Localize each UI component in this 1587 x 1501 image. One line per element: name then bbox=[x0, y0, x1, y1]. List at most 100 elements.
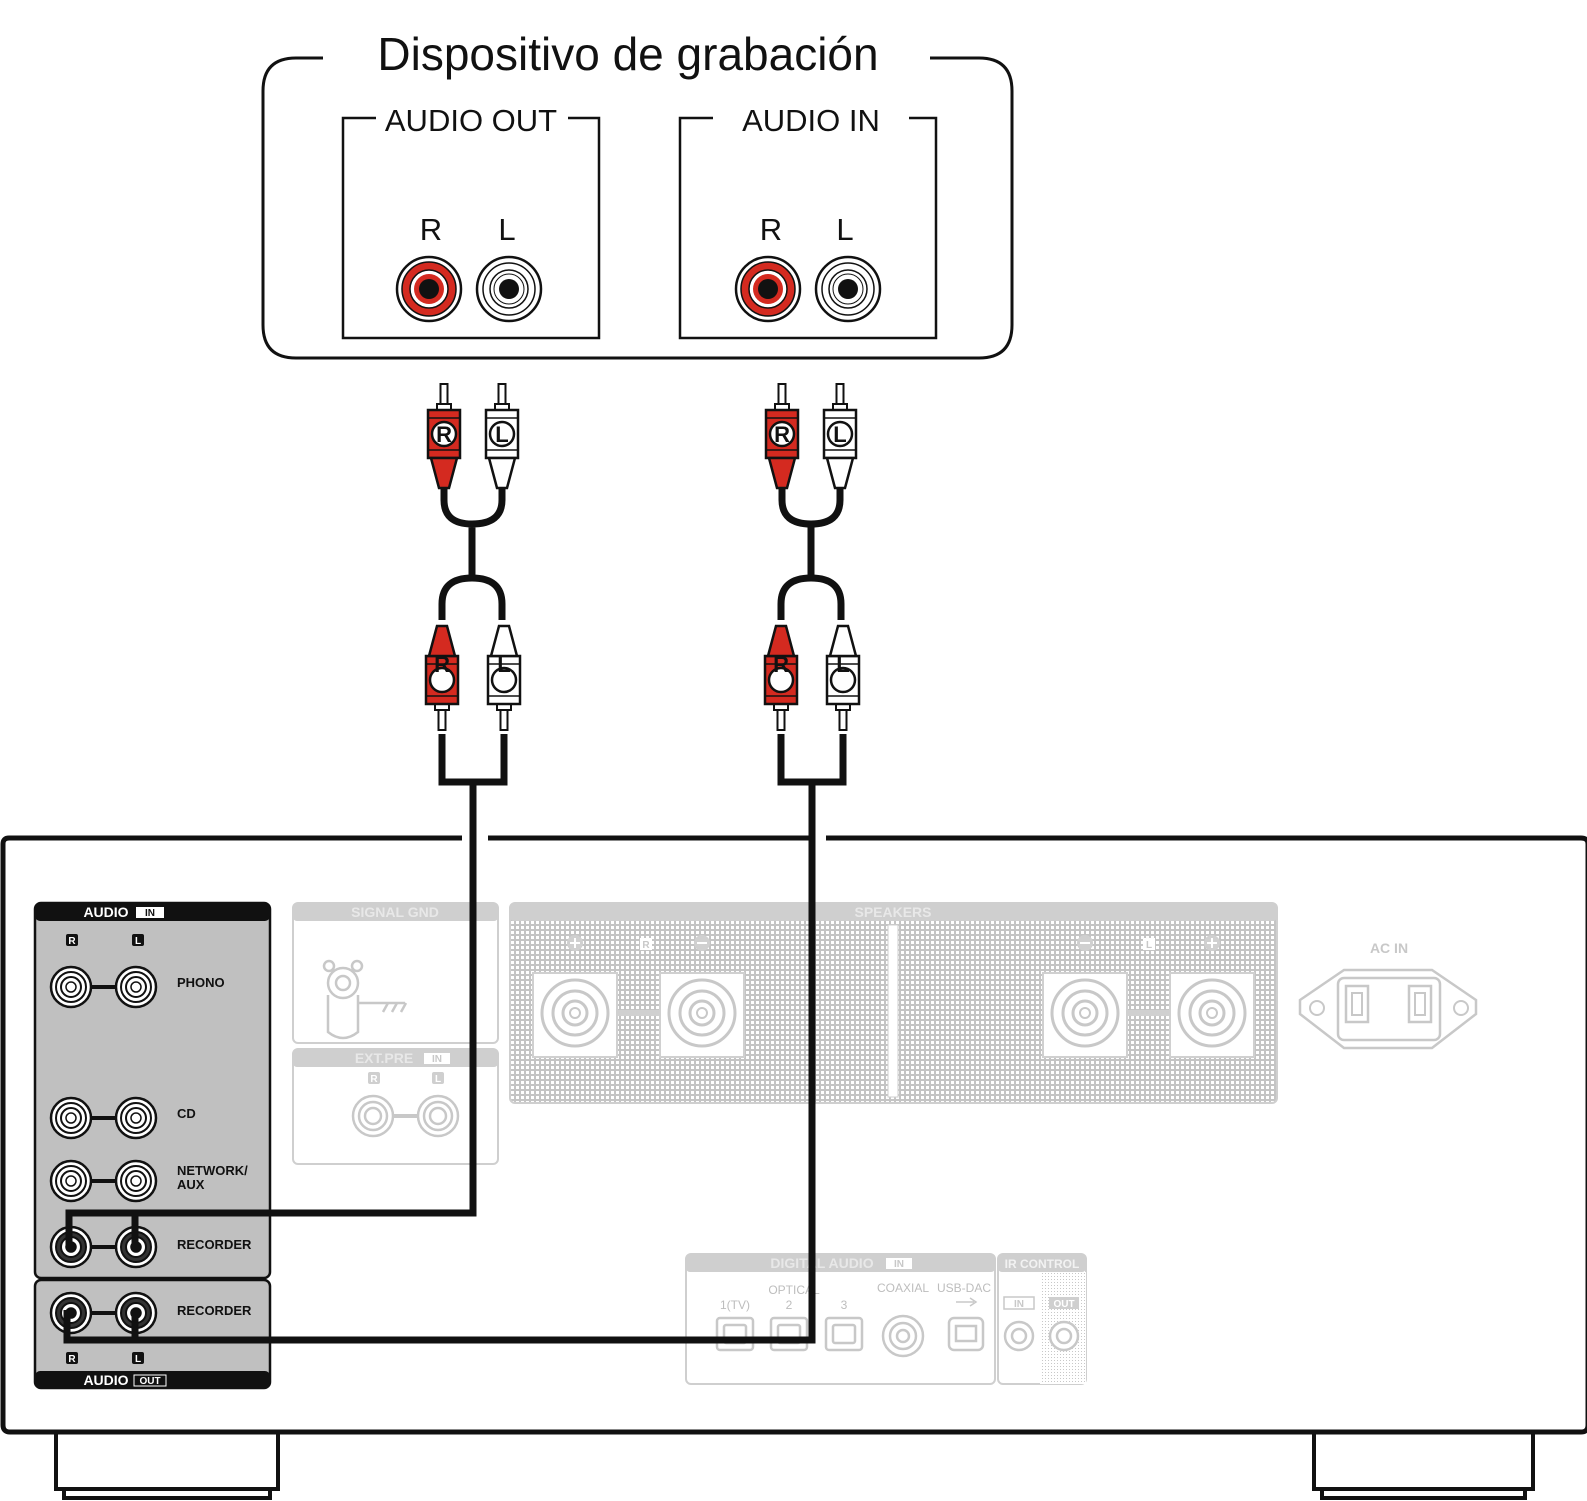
right-foot-base bbox=[1320, 1489, 1527, 1500]
optical-port-3-label: 3 bbox=[841, 1298, 848, 1312]
audio-out-box bbox=[341, 116, 601, 340]
coaxial-port[interactable] bbox=[881, 1314, 925, 1358]
ac-in-label: AC IN bbox=[1370, 940, 1408, 956]
cable-audio-out-to-recorder-in bbox=[65, 470, 508, 1247]
recorder-out-label: RECORDER bbox=[177, 1303, 252, 1318]
device-title: Dispositivo de grabación bbox=[377, 28, 878, 80]
audio-in-group: AUDIO IN R L bbox=[678, 103, 938, 340]
amplifier-outline bbox=[0, 835, 1587, 1435]
audio-in-panel-r: R bbox=[68, 936, 76, 947]
usb-icon bbox=[956, 1297, 978, 1307]
plug-out-r-device[interactable]: R bbox=[426, 383, 462, 490]
audio-out-group: AUDIO OUT R L bbox=[341, 103, 601, 340]
speakers-r: R bbox=[642, 940, 650, 951]
audio-out-l-label: L bbox=[498, 212, 515, 247]
minus-icon bbox=[694, 935, 710, 951]
plug-out-l-device[interactable]: L bbox=[484, 383, 520, 490]
recorder-in-label: RECORDER bbox=[177, 1237, 252, 1252]
plug-in-r-device[interactable]: R bbox=[764, 383, 800, 490]
network-aux-l-jack[interactable] bbox=[114, 1159, 158, 1203]
optical-port-1[interactable] bbox=[715, 1316, 755, 1352]
audio-in-label: AUDIO IN bbox=[742, 103, 880, 138]
audio-in-r-jack[interactable] bbox=[734, 255, 802, 323]
ir-out-jack[interactable] bbox=[1048, 1320, 1080, 1352]
plug-in-r-amp[interactable]: R bbox=[763, 624, 799, 731]
ext-pre-l-jack[interactable] bbox=[416, 1094, 460, 1138]
speaker-terminal-1[interactable] bbox=[532, 972, 618, 1058]
ext-pre-label: EXT.PRE bbox=[355, 1050, 413, 1066]
plug-in-l-device-letter: L bbox=[833, 422, 846, 447]
plug-out-l-device-letter: L bbox=[495, 422, 508, 447]
phono-r-jack[interactable] bbox=[49, 965, 93, 1009]
digital-audio-panel: DIGITAL AUDIO IN OPTICAL 1(TV) 2 3 COAXI… bbox=[685, 1253, 996, 1385]
speaker-terminal-3[interactable] bbox=[1042, 972, 1128, 1058]
speaker-terminal-2[interactable] bbox=[659, 972, 745, 1058]
plug-in-r-device-letter: R bbox=[774, 422, 790, 447]
speaker-terminal-4[interactable] bbox=[1169, 972, 1255, 1058]
minus-icon bbox=[1077, 935, 1093, 951]
optical-label: OPTICAL bbox=[768, 1283, 820, 1297]
audio-out-panel-badge: OUT bbox=[139, 1376, 160, 1387]
ext-pre-l: L bbox=[435, 1074, 441, 1085]
ext-pre-badge: IN bbox=[432, 1054, 442, 1065]
audio-out-panel-r: R bbox=[68, 1354, 76, 1365]
audio-out-r-jack[interactable] bbox=[395, 255, 463, 323]
ext-pre-r-jack[interactable] bbox=[351, 1094, 395, 1138]
audio-out-r-label: R bbox=[420, 212, 442, 247]
cables bbox=[63, 470, 847, 1344]
audio-in-panel: AUDIO IN R L PHONO CD NETWORK/ AUX RECOR… bbox=[33, 901, 272, 1280]
ext-pre-r: R bbox=[370, 1074, 378, 1085]
signal-gnd-panel: SIGNAL GND bbox=[292, 902, 499, 1044]
right-foot bbox=[1312, 1434, 1535, 1491]
optical-port-2[interactable] bbox=[769, 1316, 809, 1352]
network-aux-r-jack[interactable] bbox=[49, 1159, 93, 1203]
digital-audio-badge: IN bbox=[894, 1259, 904, 1270]
cd-r-jack[interactable] bbox=[49, 1096, 93, 1140]
audio-in-l-label: L bbox=[836, 212, 853, 247]
signal-gnd-label: SIGNAL GND bbox=[351, 904, 439, 920]
audio-in-panel-badge: IN bbox=[145, 908, 155, 919]
ext-pre-panel: EXT.PRE IN R L bbox=[292, 1048, 499, 1165]
audio-in-l-jack[interactable] bbox=[814, 255, 882, 323]
audio-out-l-jack[interactable] bbox=[475, 255, 543, 323]
recorder-out-r-jack[interactable] bbox=[49, 1291, 93, 1335]
optical-port-2-label: 2 bbox=[786, 1298, 793, 1312]
ir-in-jack[interactable] bbox=[1003, 1320, 1035, 1352]
ir-control-label: IR CONTROL bbox=[1005, 1257, 1080, 1271]
plug-out-l-amp[interactable]: L bbox=[486, 624, 522, 731]
plug-in-l-amp-letter: L bbox=[836, 652, 849, 677]
ir-control-panel: IR CONTROL IN OUT bbox=[997, 1253, 1087, 1385]
network-label: NETWORK/ bbox=[177, 1163, 248, 1178]
plug-in-l-device[interactable]: L bbox=[822, 383, 858, 490]
phono-l-jack[interactable] bbox=[114, 965, 158, 1009]
optical-port-1-label: 1(TV) bbox=[720, 1298, 750, 1312]
audio-out-panel-l: L bbox=[135, 1354, 141, 1365]
cd-label: CD bbox=[177, 1106, 196, 1121]
aux-label: AUX bbox=[177, 1177, 205, 1192]
plug-in-r-amp-letter: R bbox=[773, 652, 789, 677]
audio-out-panel: AUDIO OUT R L RECORDER bbox=[33, 1278, 272, 1390]
audio-in-panel-header: AUDIO bbox=[83, 904, 128, 920]
plug-in-l-amp[interactable]: L bbox=[825, 624, 861, 731]
amplifier-rear: AUDIO IN R L PHONO CD NETWORK/ AUX RECOR… bbox=[0, 835, 1587, 1500]
speakers-l: L bbox=[1146, 940, 1152, 951]
audio-out-panel-header: AUDIO bbox=[83, 1372, 128, 1388]
cable-audio-in-to-recorder-out bbox=[63, 470, 847, 1344]
usb-dac-label: USB-DAC bbox=[937, 1281, 991, 1295]
cd-l-jack[interactable] bbox=[114, 1096, 158, 1140]
usb-dac-port[interactable] bbox=[947, 1316, 985, 1352]
ir-in-label: IN bbox=[1014, 1299, 1024, 1310]
phono-label: PHONO bbox=[177, 975, 225, 990]
left-foot bbox=[54, 1434, 280, 1491]
left-foot-base bbox=[62, 1489, 272, 1500]
plug-out-r-amp[interactable]: R bbox=[424, 624, 460, 731]
coaxial-label: COAXIAL bbox=[877, 1281, 929, 1295]
speakers-label: SPEAKERS bbox=[854, 904, 931, 920]
ground-terminal-icon bbox=[322, 959, 408, 1040]
optical-port-3[interactable] bbox=[824, 1316, 864, 1352]
plug-out-r-amp-letter: R bbox=[434, 652, 450, 677]
speakers-panel: SPEAKERS R L bbox=[509, 902, 1278, 1104]
rca-plugs: R L R L R L R L bbox=[424, 383, 861, 731]
